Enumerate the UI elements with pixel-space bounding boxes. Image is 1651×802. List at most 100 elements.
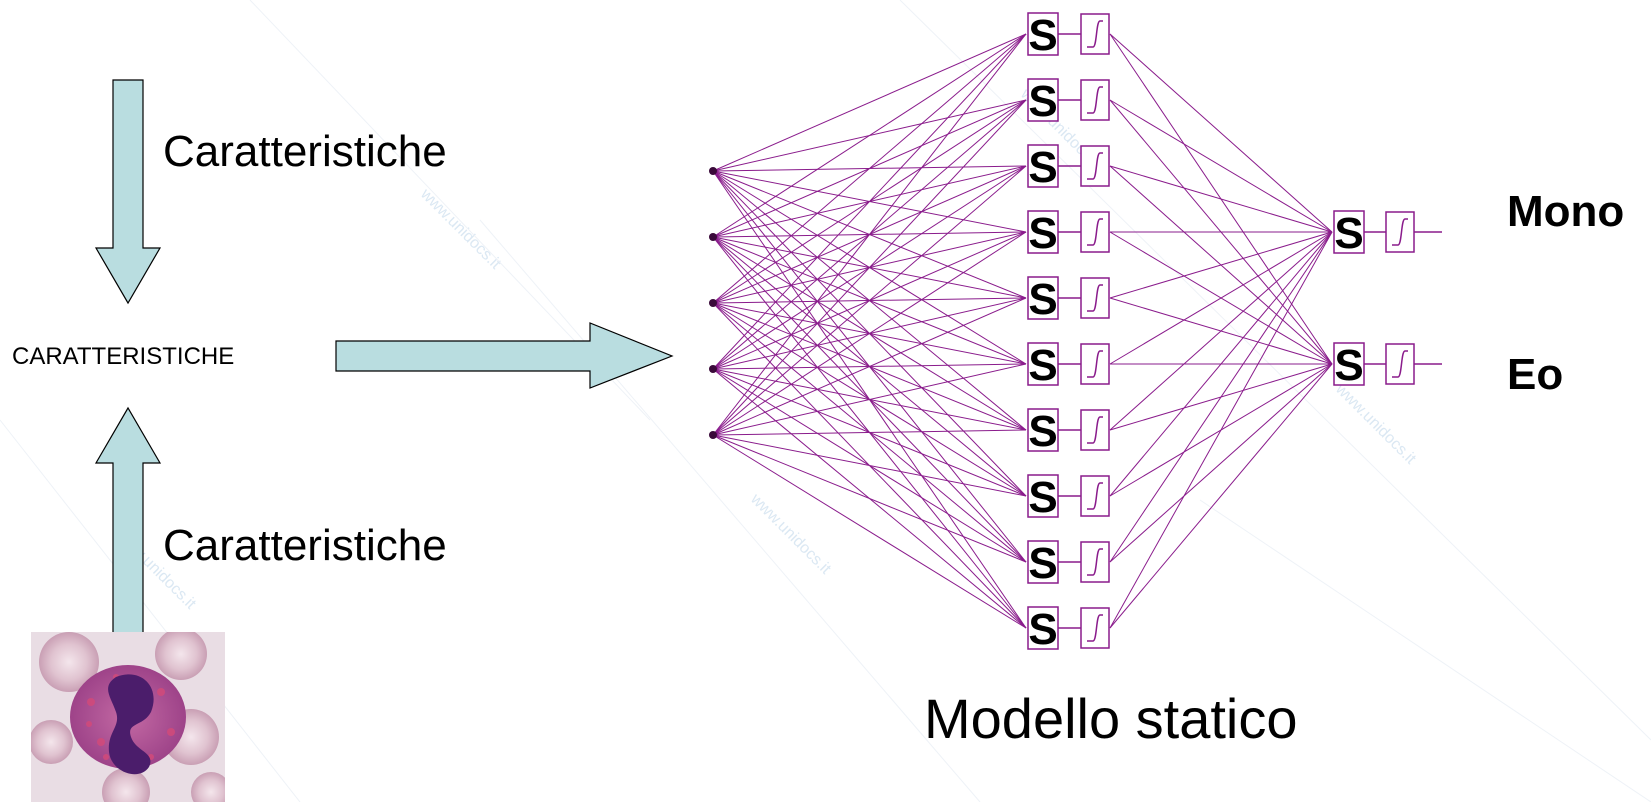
sum-box xyxy=(1027,210,1059,254)
top-feature-label: Caratteristiche xyxy=(163,127,447,176)
watermark-line xyxy=(1199,499,1651,802)
sum-symbol: S xyxy=(1028,275,1057,324)
input-node xyxy=(709,431,717,439)
sigmoid-icon xyxy=(1087,350,1103,378)
hidden-neuron: S xyxy=(1027,209,1110,258)
sum-symbol: S xyxy=(1334,341,1363,390)
input-node xyxy=(709,365,717,373)
hidden-output-connection xyxy=(1109,363,1333,629)
sigmoid-icon xyxy=(1087,614,1103,642)
input-hidden-connection xyxy=(712,231,1027,436)
watermark-line xyxy=(899,0,1651,741)
input-hidden-connection xyxy=(712,33,1027,172)
center-feature-label: CARATTERISTICHE xyxy=(12,343,235,370)
model-title: Modello statico xyxy=(924,687,1298,750)
hidden-neuron: S xyxy=(1027,539,1110,588)
input-node xyxy=(709,167,717,175)
input-hidden-connection xyxy=(712,429,1027,436)
blood-cell-image xyxy=(31,632,225,802)
hidden-neuron: S xyxy=(1027,341,1110,390)
hidden-neuron: S xyxy=(1027,275,1110,324)
sum-symbol: S xyxy=(1028,77,1057,126)
hidden-output-connection xyxy=(1109,363,1333,563)
input-node xyxy=(709,299,717,307)
sum-symbol: S xyxy=(1028,407,1057,456)
right-arrow xyxy=(335,322,674,389)
sum-box xyxy=(1027,342,1059,386)
sigmoid-icon xyxy=(1392,218,1408,246)
watermark-text: www.unidocs.it xyxy=(1331,380,1419,468)
input-hidden-connection xyxy=(712,165,1027,436)
activation-box xyxy=(1385,343,1415,385)
hidden-output-connection xyxy=(1109,231,1333,497)
sigmoid-icon xyxy=(1087,152,1103,180)
sigmoid-icon xyxy=(1087,284,1103,312)
bottom-feature-label: Caratteristiche xyxy=(163,521,447,570)
input-hidden-connection xyxy=(712,297,1027,436)
input-hidden-connection xyxy=(712,99,1027,436)
sigmoid-icon xyxy=(1087,416,1103,444)
activation-box xyxy=(1080,79,1110,121)
sum-symbol: S xyxy=(1028,473,1057,522)
sum-box xyxy=(1027,276,1059,320)
output-label-mono: Mono xyxy=(1507,187,1625,236)
hidden-output-connection xyxy=(1109,231,1333,563)
sum-symbol: S xyxy=(1028,11,1057,60)
input-hidden-connection xyxy=(712,363,1027,436)
sum-box xyxy=(1027,144,1059,188)
sigmoid-icon xyxy=(1087,482,1103,510)
input-hidden-connection xyxy=(712,33,1027,238)
hidden-output-connection xyxy=(1109,231,1333,365)
hidden-neuron: S xyxy=(1027,77,1110,126)
sum-symbol: S xyxy=(1028,143,1057,192)
sigmoid-icon xyxy=(1087,218,1103,246)
hidden-output-connection xyxy=(1109,165,1333,233)
hidden-output-connection xyxy=(1109,33,1333,233)
watermark-line xyxy=(479,219,981,802)
down-arrow xyxy=(94,79,162,305)
activation-box xyxy=(1080,475,1110,517)
activation-box xyxy=(1385,211,1415,253)
output-neuron: S xyxy=(1333,341,1442,390)
sum-box xyxy=(1027,540,1059,584)
sum-symbol: S xyxy=(1028,341,1057,390)
activation-box xyxy=(1080,13,1110,55)
activation-box xyxy=(1080,607,1110,649)
watermark-text: www.unidocs.it xyxy=(416,185,504,273)
up-arrow xyxy=(94,406,162,634)
input-nodes xyxy=(709,167,717,439)
output-label-eo: Eo xyxy=(1507,350,1564,399)
input-hidden-connection xyxy=(712,434,1027,497)
hidden-neuron: S xyxy=(1027,143,1110,192)
input-node xyxy=(709,233,717,241)
sum-box xyxy=(1027,408,1059,452)
sigmoid-icon xyxy=(1087,548,1103,576)
input-hidden-connection xyxy=(712,434,1027,563)
activation-box xyxy=(1080,343,1110,385)
input-hidden-connection xyxy=(712,434,1027,629)
sum-box xyxy=(1027,12,1059,56)
sigmoid-icon xyxy=(1087,86,1103,114)
input-hidden-connection xyxy=(712,33,1027,370)
sigmoid-icon xyxy=(1392,350,1408,378)
hidden-output-connection xyxy=(1109,231,1333,629)
network-connections xyxy=(712,33,1333,629)
sum-symbol: S xyxy=(1028,209,1057,258)
watermark-text: www.unidocs.it xyxy=(746,490,834,578)
hidden-output-connection xyxy=(1109,99,1333,233)
activation-box xyxy=(1080,211,1110,253)
sigmoid-icon xyxy=(1087,20,1103,48)
activation-box xyxy=(1080,409,1110,451)
hidden-output-connection xyxy=(1109,231,1333,431)
hidden-neuron: S xyxy=(1027,605,1110,654)
input-hidden-connection xyxy=(712,33,1027,304)
watermark-line xyxy=(0,419,301,802)
output-neurons: SS xyxy=(1333,209,1442,390)
hidden-neuron: S xyxy=(1027,11,1110,60)
sum-box xyxy=(1027,606,1059,650)
hidden-neuron: S xyxy=(1027,473,1110,522)
